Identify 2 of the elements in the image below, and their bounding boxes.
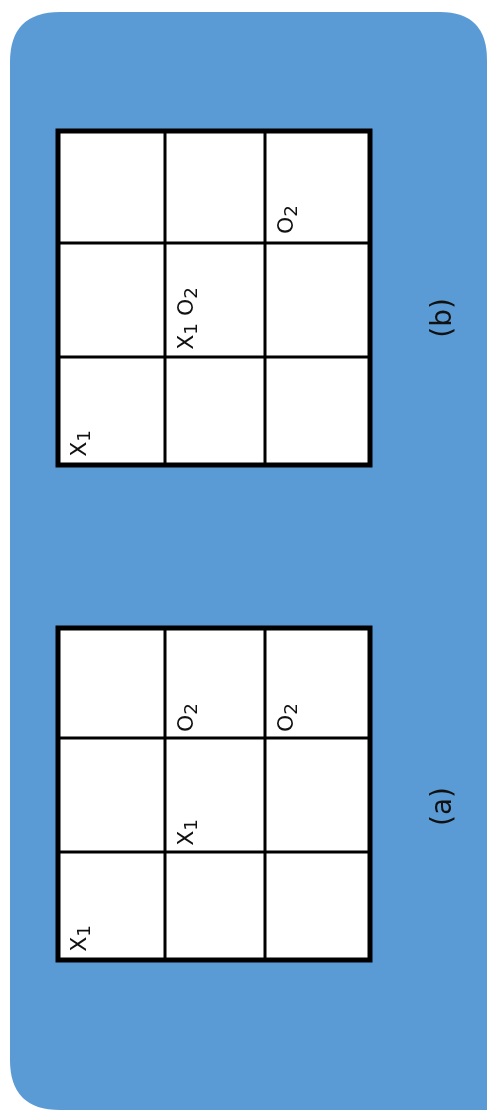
panel-caption: (b) (428, 298, 456, 338)
panel-caption: (a) (428, 787, 456, 826)
